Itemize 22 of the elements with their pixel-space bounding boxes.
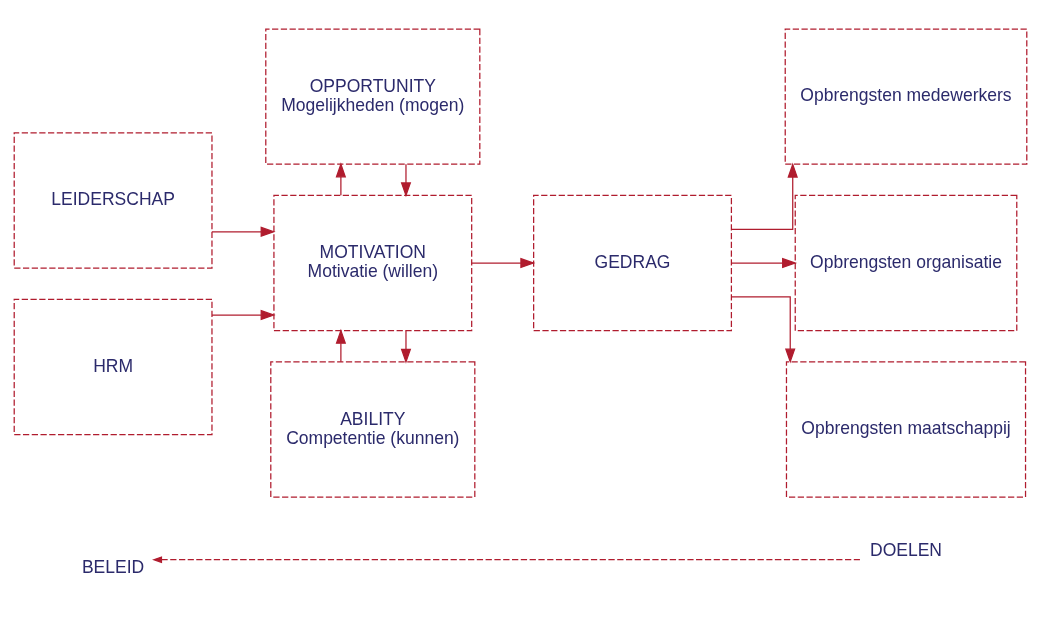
arrow [210,226,276,238]
arrow [335,328,346,363]
node-box: ABILITY Competentie (kunnen) [269,361,475,498]
node-text: BELEID [81,557,144,578]
node-box: OPPORTUNITY Mogelijkheden (mogen) [264,28,480,165]
node-box: HRM [13,298,213,436]
arrow [210,309,276,321]
node-box: Opbrengsten maatschappij [785,361,1026,498]
node-text: DOELEN [869,539,942,560]
arrow [400,163,411,198]
node-box: LEIDERSCHAP [13,132,213,269]
node-box: Opbrengsten medewerkers [784,28,1027,165]
arrow [335,162,346,196]
node-box: Opbrengsten organisatie [794,194,1017,332]
arrow [151,556,861,564]
arrow [730,162,798,230]
node-box: GEDRAG [532,194,732,332]
arrow [470,257,535,269]
node-box: MOTIVATION Motivatie (willen) [272,194,472,332]
arrow [730,296,795,364]
arrow [400,330,411,364]
arrow [730,257,797,269]
